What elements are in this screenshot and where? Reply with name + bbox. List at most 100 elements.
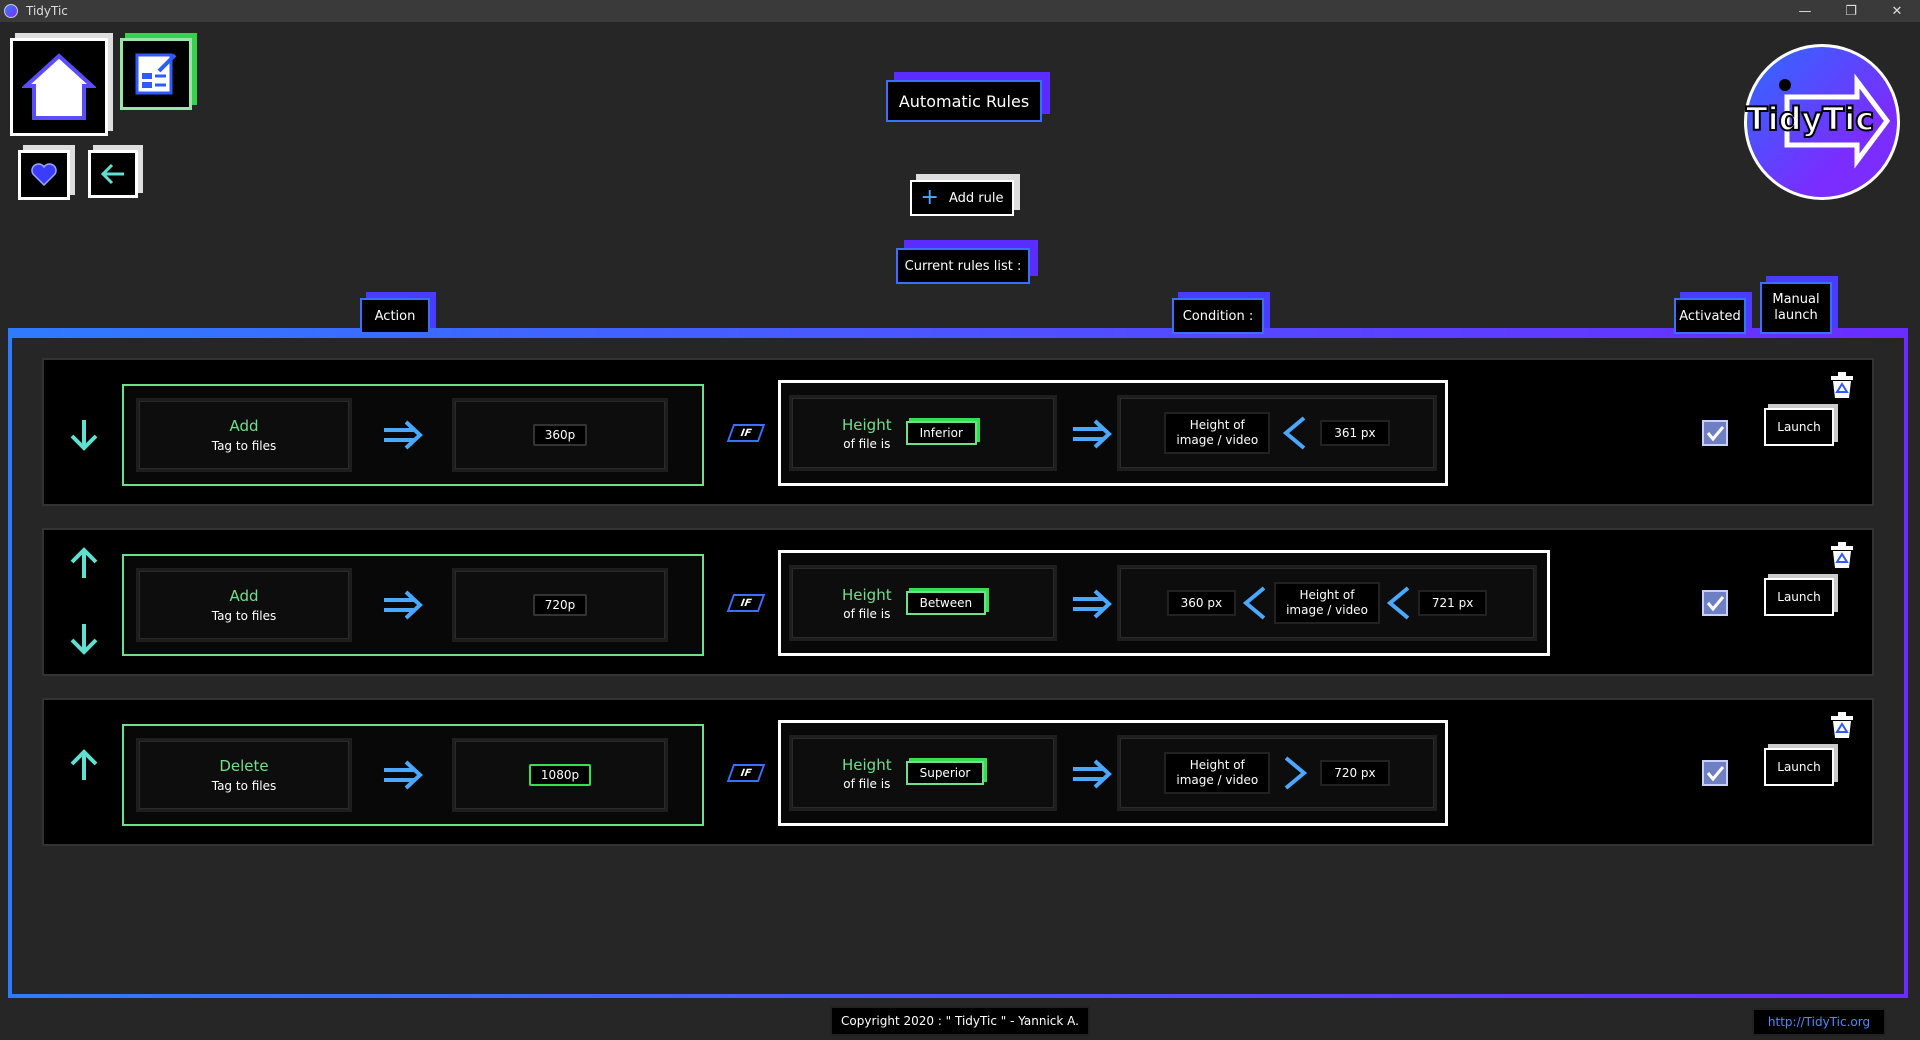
launch-button[interactable]: Launch bbox=[1764, 748, 1834, 786]
condition-label: Height bbox=[842, 585, 892, 604]
rule-row: Add Tag to files 720p IF Height of file i… bbox=[42, 528, 1874, 676]
action-label: Delete bbox=[219, 757, 269, 775]
activated-checkbox[interactable] bbox=[1702, 590, 1728, 616]
edit-rules-button[interactable] bbox=[120, 38, 192, 110]
logo-arrow-icon bbox=[1779, 73, 1891, 169]
action-label: Add bbox=[229, 417, 259, 435]
action-box: Add Tag to files 360p bbox=[122, 384, 704, 486]
copyright-text: Copyright 2020 : " TidyTic " - Yannick A… bbox=[830, 1006, 1090, 1036]
condition-sub: of file is bbox=[843, 436, 891, 451]
column-condition: Condition : bbox=[1172, 298, 1264, 334]
double-arrow-right-icon bbox=[384, 420, 423, 450]
tag-value: 720p bbox=[532, 594, 588, 616]
launch-button[interactable]: Launch bbox=[1764, 408, 1834, 446]
action-value[interactable]: 720p bbox=[452, 568, 668, 642]
less-than-icon bbox=[1386, 586, 1410, 620]
heart-icon bbox=[31, 163, 57, 187]
condition-sub: of file is bbox=[843, 776, 891, 791]
action-box: Delete Tag to files 1080p bbox=[122, 724, 704, 826]
move-up-icon[interactable] bbox=[66, 748, 102, 784]
high-value[interactable]: 721 px bbox=[1417, 590, 1488, 616]
move-down-icon[interactable] bbox=[66, 620, 102, 656]
double-arrow-right-icon bbox=[384, 590, 423, 620]
action-type[interactable]: Add Tag to files bbox=[136, 568, 352, 642]
add-rule-button[interactable]: + Add rule bbox=[910, 180, 1014, 216]
manual-line1: Manual bbox=[1772, 292, 1820, 307]
greater-than-icon bbox=[1284, 756, 1308, 790]
action-target: Tag to files bbox=[211, 609, 277, 623]
website-link[interactable]: http://TidyTic.org bbox=[1752, 1008, 1886, 1036]
double-arrow-right-icon bbox=[1073, 759, 1112, 789]
window-controls: — ❐ ✕ bbox=[1782, 0, 1920, 22]
tidytic-logo bbox=[1744, 44, 1900, 200]
title-bar: TidyTic — ❐ ✕ bbox=[0, 0, 1920, 22]
if-badge: IF bbox=[726, 764, 766, 782]
manual-line2: launch bbox=[1774, 308, 1818, 323]
limit-value[interactable]: 720 px bbox=[1320, 760, 1390, 786]
condition-type[interactable]: Height of file is Between bbox=[789, 565, 1057, 641]
checkmark-icon bbox=[1706, 426, 1725, 442]
operator-select[interactable]: Inferior bbox=[905, 421, 977, 445]
app-icon bbox=[4, 4, 18, 18]
close-button[interactable]: ✕ bbox=[1891, 3, 1903, 19]
home-button[interactable] bbox=[10, 38, 108, 136]
if-badge: IF bbox=[726, 594, 766, 612]
automatic-rules-title: Automatic Rules bbox=[886, 80, 1042, 122]
less-than-icon bbox=[1283, 416, 1306, 450]
tag-value: 1080p bbox=[528, 764, 592, 786]
action-box: Add Tag to files 720p bbox=[122, 554, 704, 656]
if-badge: IF bbox=[726, 424, 766, 442]
logo-text: TidyTic bbox=[1745, 99, 1875, 139]
trash-icon[interactable] bbox=[1828, 540, 1856, 570]
action-value[interactable]: 1080p bbox=[452, 738, 668, 812]
condition-sub: of file is bbox=[843, 606, 891, 621]
move-up-icon[interactable] bbox=[66, 546, 102, 582]
double-arrow-right-icon bbox=[1073, 589, 1112, 619]
less-than-icon bbox=[1242, 586, 1266, 620]
condition-label: Height bbox=[842, 415, 892, 434]
action-type[interactable]: Add Tag to files bbox=[136, 398, 352, 472]
action-value[interactable]: 360p bbox=[452, 398, 668, 472]
move-down-icon[interactable] bbox=[66, 416, 102, 452]
restore-button[interactable]: ❐ bbox=[1845, 3, 1857, 19]
trash-icon[interactable] bbox=[1828, 370, 1856, 400]
rule-row: Add Tag to files 360p IF Height of file i… bbox=[42, 358, 1874, 506]
home-icon bbox=[22, 53, 96, 120]
action-target: Tag to files bbox=[211, 439, 277, 453]
activated-checkbox[interactable] bbox=[1702, 420, 1728, 446]
action-type[interactable]: Delete Tag to files bbox=[136, 738, 352, 812]
edit-document-icon bbox=[135, 53, 177, 95]
action-label: Add bbox=[229, 587, 259, 605]
condition-label: Height bbox=[842, 755, 892, 774]
condition-type[interactable]: Height of file is Inferior bbox=[789, 395, 1057, 471]
low-value[interactable]: 360 px bbox=[1166, 590, 1237, 616]
trash-icon[interactable] bbox=[1828, 710, 1856, 740]
condition-box: Height of file is Between 360 px Height o… bbox=[778, 550, 1550, 656]
favorites-button[interactable] bbox=[18, 150, 70, 200]
activated-checkbox[interactable] bbox=[1702, 760, 1728, 786]
tag-value: 360p bbox=[532, 424, 588, 446]
checkmark-icon bbox=[1706, 596, 1725, 612]
operator-select[interactable]: Superior bbox=[905, 761, 985, 785]
condition-type[interactable]: Height of file is Superior bbox=[789, 735, 1057, 811]
back-button[interactable] bbox=[88, 150, 138, 198]
plus-icon: + bbox=[920, 185, 939, 210]
launch-button[interactable]: Launch bbox=[1764, 578, 1834, 616]
double-arrow-right-icon bbox=[1073, 419, 1112, 449]
add-rule-label: Add rule bbox=[948, 190, 1004, 206]
operator-select[interactable]: Between bbox=[905, 591, 987, 615]
limit-value[interactable]: 361 px bbox=[1320, 420, 1390, 446]
current-rules-label: Current rules list : bbox=[896, 248, 1030, 284]
double-arrow-right-icon bbox=[384, 760, 423, 790]
column-activated: Activated bbox=[1674, 298, 1746, 334]
column-action: Action bbox=[360, 298, 430, 334]
window-title: TidyTic bbox=[26, 4, 68, 18]
minimize-button[interactable]: — bbox=[1798, 3, 1812, 19]
